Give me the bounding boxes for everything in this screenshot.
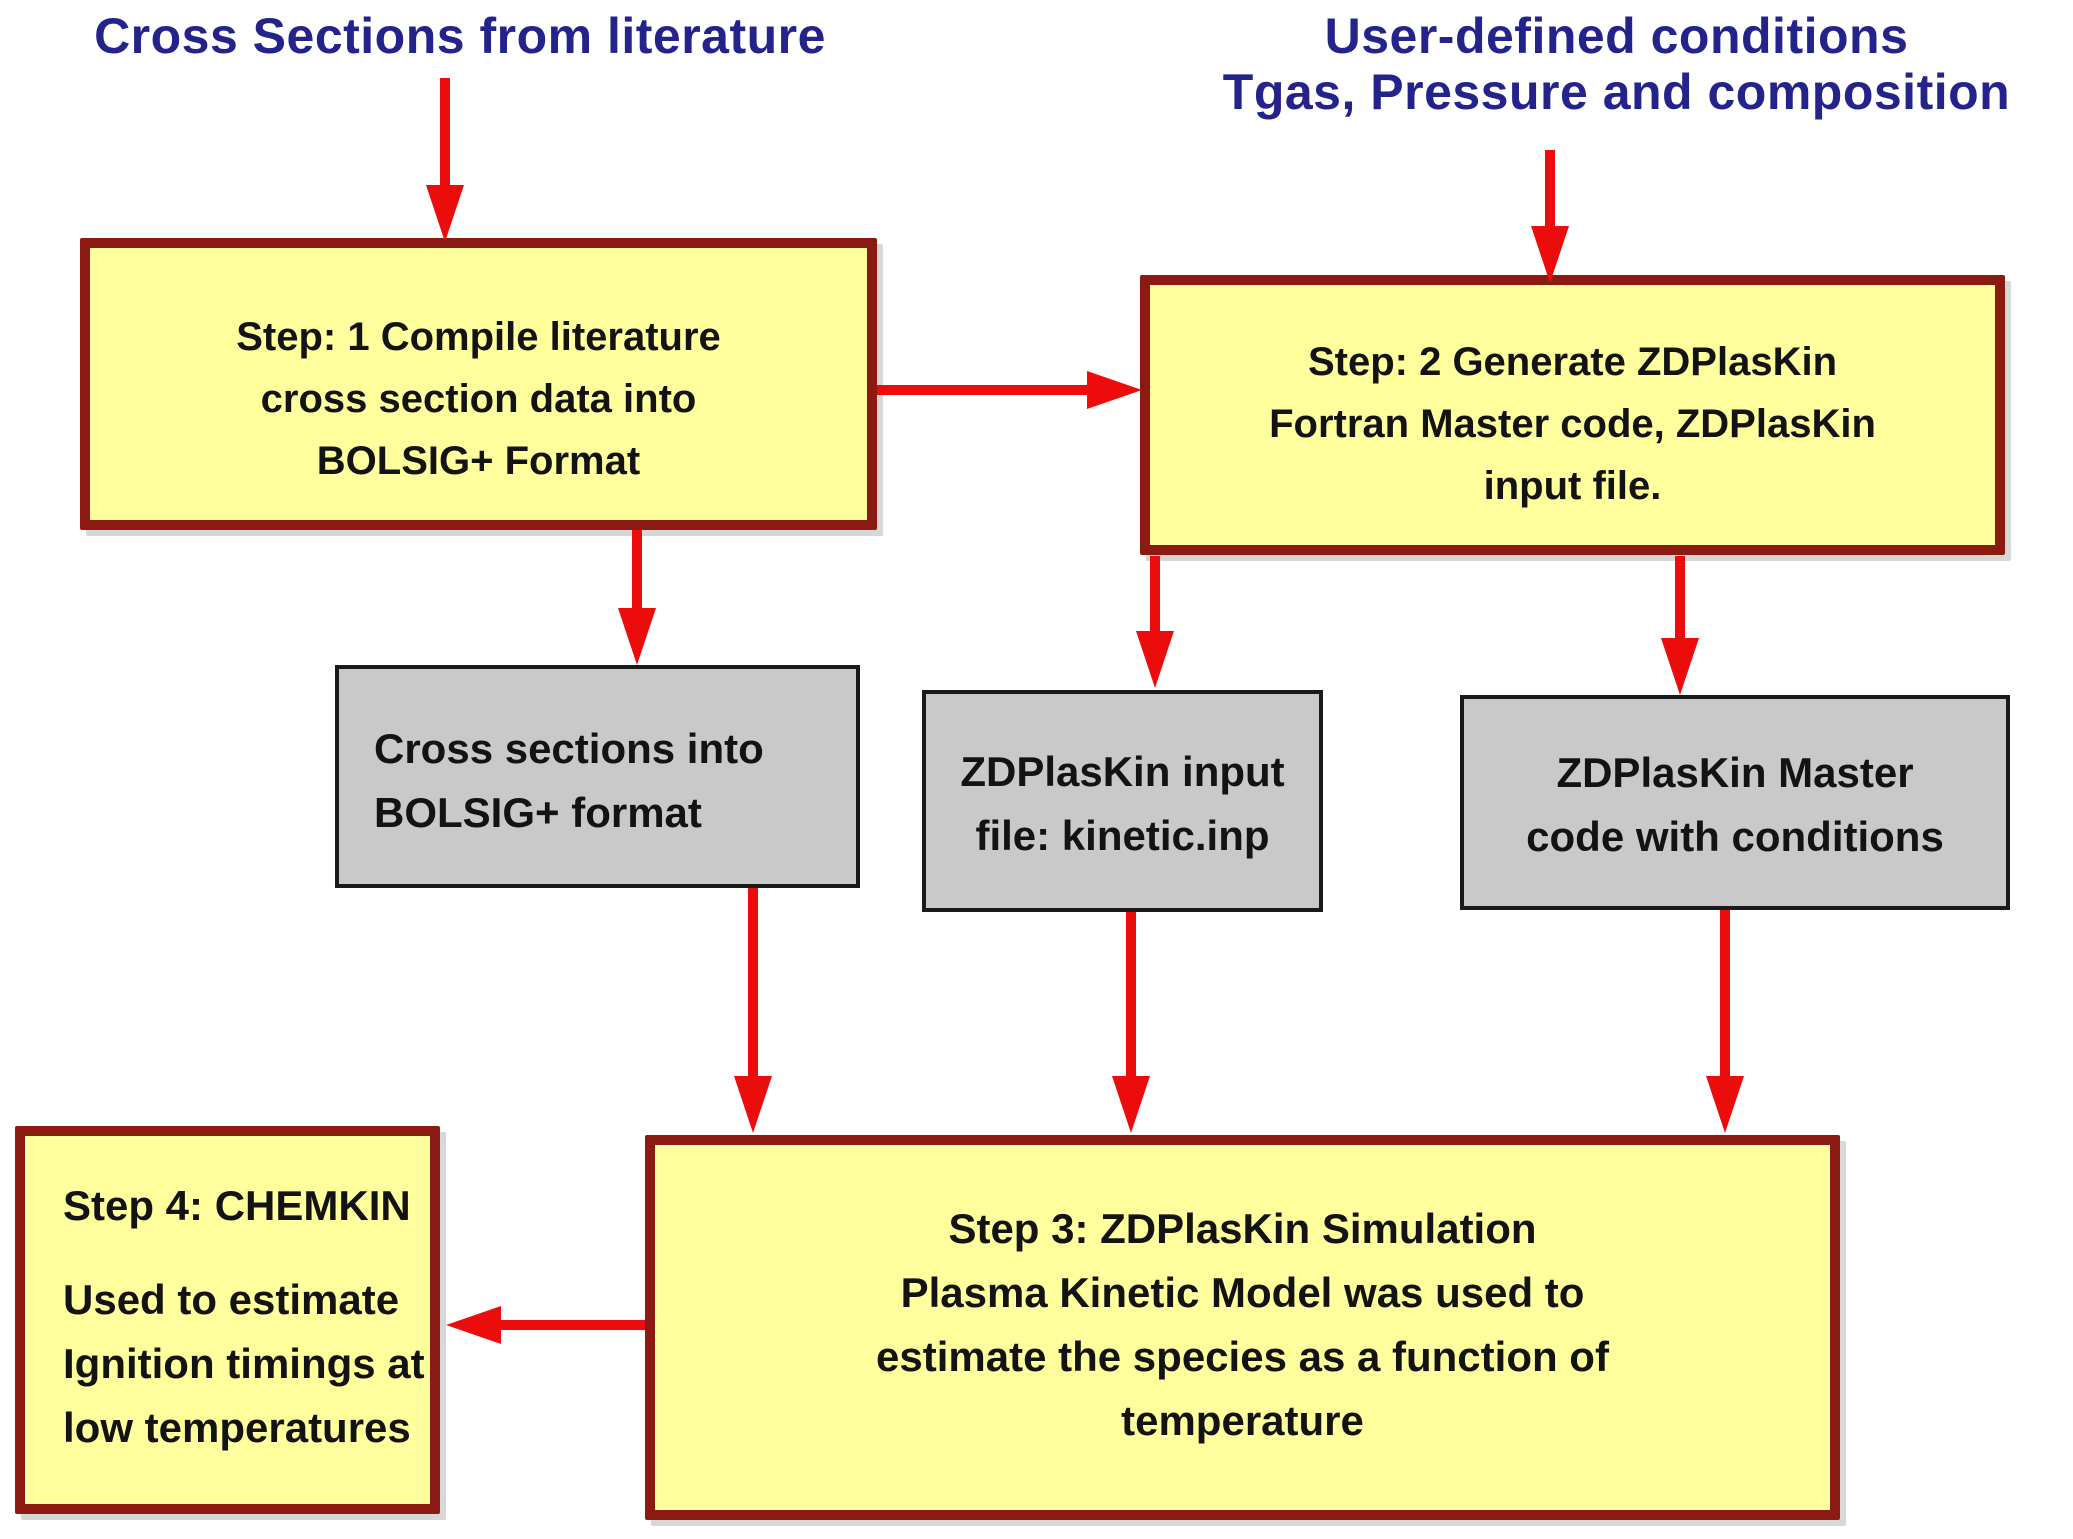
master-code-text-line: code with conditions xyxy=(1526,813,1944,860)
step4-text-line: Used to estimate xyxy=(63,1276,400,1323)
heading-user-conditions-line1: User-defined conditions xyxy=(1324,8,1909,64)
step4-box: Step 4: CHEMKIN Used to estimate Ignitio… xyxy=(15,1126,440,1514)
step3-text-line: temperature xyxy=(1121,1397,1364,1444)
step3-text-line: estimate the species as a function of xyxy=(876,1333,1609,1380)
step1-text-line: BOLSIG+ Format xyxy=(316,439,641,483)
kinetic-input-text-line: ZDPlasKin input xyxy=(960,748,1285,795)
step2-text-line: input file. xyxy=(1483,464,1662,508)
step4-text-line: Step 4: CHEMKIN xyxy=(63,1182,411,1229)
heading-user-defined-conditions: User-defined conditions Tgas, Pressure a… xyxy=(1160,8,2073,120)
zdplaskin-master-code-box: ZDPlasKin Master code with conditions xyxy=(1460,695,2010,910)
step2-box: Step: 2 Generate ZDPlasKin Fortran Maste… xyxy=(1140,275,2005,555)
step3-text-line: Plasma Kinetic Model was used to xyxy=(900,1269,1585,1316)
step3-text-line: Step 3: ZDPlasKin Simulation xyxy=(948,1205,1537,1252)
step4-text-line: low temperatures xyxy=(63,1404,411,1451)
step2-text-line: Step: 2 Generate ZDPlasKin xyxy=(1307,340,1838,384)
cross-sections-bolsig-box: Cross sections into BOLSIG+ format xyxy=(335,665,860,888)
heading-cross-sections-literature: Cross Sections from literature xyxy=(94,8,826,64)
bolsig-output-text-line: BOLSIG+ format xyxy=(374,789,702,836)
zdplaskin-input-file-box: ZDPlasKin input file: kinetic.inp xyxy=(922,690,1323,912)
step4-text-line: Ignition timings at xyxy=(63,1340,425,1387)
step3-box: Step 3: ZDPlasKin Simulation Plasma Kine… xyxy=(645,1135,1840,1520)
master-code-text-line: ZDPlasKin Master xyxy=(1556,749,1914,796)
bolsig-output-text-line: Cross sections into xyxy=(374,725,764,772)
kinetic-input-text-line: file: kinetic.inp xyxy=(975,812,1270,859)
step1-text-line: Step: 1 Compile literature xyxy=(236,315,721,359)
step1-box: Step: 1 Compile literature cross section… xyxy=(80,238,877,530)
step1-text-line: cross section data into xyxy=(260,377,697,421)
heading-user-conditions-line2: Tgas, Pressure and composition xyxy=(1222,64,2011,120)
step2-text-line: Fortran Master code, ZDPlasKin xyxy=(1269,402,1876,446)
